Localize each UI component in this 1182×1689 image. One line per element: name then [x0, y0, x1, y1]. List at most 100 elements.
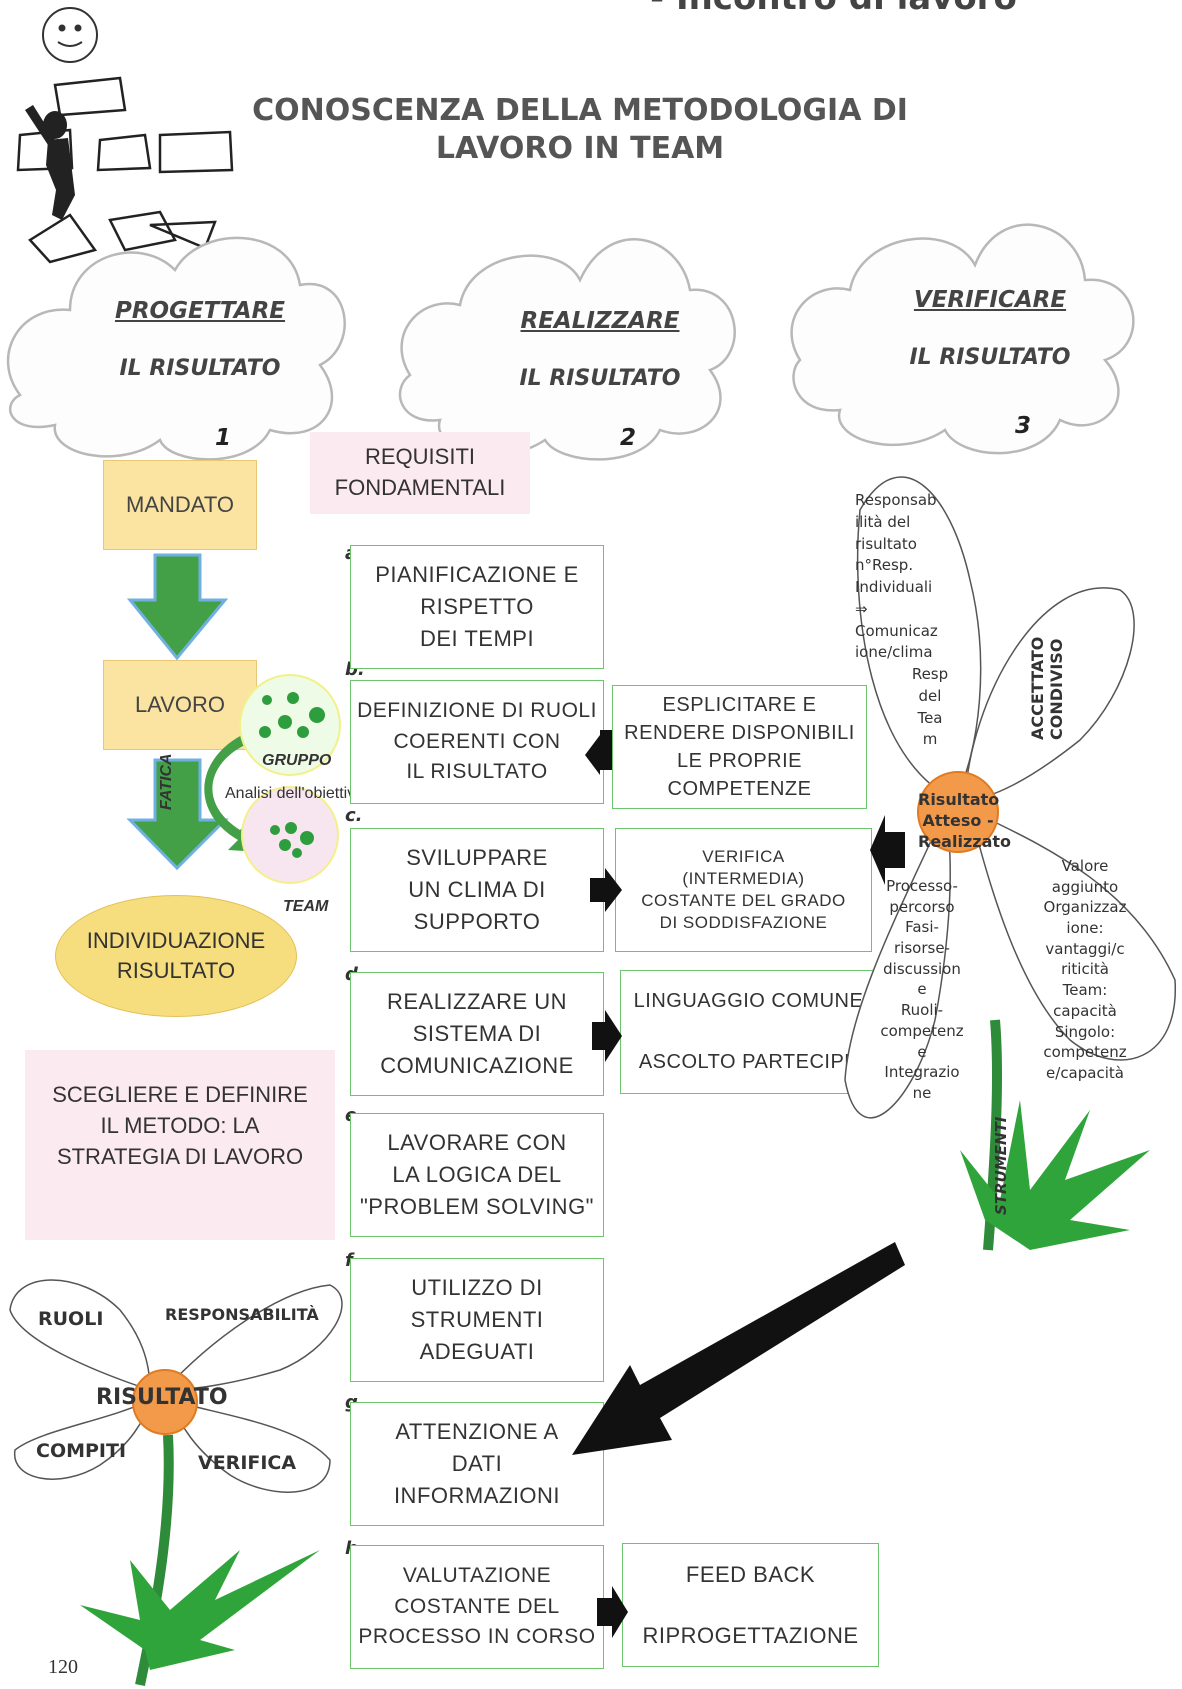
arrow-right-c	[590, 868, 622, 912]
step-d-line-2: SISTEMA DI	[412, 1021, 542, 1047]
step-h-line-2: COSTANTE DEL	[394, 1594, 560, 1618]
step-b-box: DEFINIZIONE DI RUOLI COERENTI CON IL RIS…	[350, 680, 604, 804]
sf-risultato: RISULTATO	[96, 1385, 228, 1410]
cloud-3-number: 3	[1015, 413, 1032, 439]
scegliere-line-2: IL METODO: LA	[100, 1112, 260, 1138]
small-flower	[9, 1279, 343, 1687]
arrow-left-b	[585, 730, 612, 775]
step-f-line-2: STRUMENTI	[410, 1307, 544, 1333]
step-e-line-2: LA LOGICA DEL	[392, 1162, 562, 1188]
arrow-down-1	[126, 553, 229, 661]
esplicitare-line-4: COMPETENZE	[667, 778, 812, 800]
feedback-box: FEED BACK RIPROGETTAZIONE	[622, 1543, 879, 1667]
step-c-line-3: SUPPORTO	[413, 908, 541, 934]
analisi-label: Analisi dell'obiettivo	[225, 785, 365, 802]
fatica-arrow	[126, 758, 229, 871]
ptl-5: Individuali	[855, 578, 933, 596]
step-c-line-2: UN CLIMA DI	[408, 877, 546, 903]
header-partial: - Incontro di lavoro	[650, 0, 1017, 18]
individuazione-line-2: RISULTATO	[116, 958, 236, 983]
esplicitare-line-2: RENDERE DISPONIBILI	[624, 722, 855, 744]
step-a-box: PIANIFICAZIONE E RISPETTO DEI TEMPI	[350, 545, 604, 669]
ptr-1: ACCETTATO	[1028, 636, 1047, 740]
big-flower	[844, 476, 1176, 1251]
ptr-2: CONDIVISO	[1047, 638, 1067, 740]
sf-compiti: COMPITI	[36, 1440, 127, 1462]
step-d-box: REALIZZARE UN SISTEMA DI COMUNICAZIONE	[350, 972, 604, 1096]
petal-bottom-left	[844, 807, 951, 1119]
pbr-9: Singolo:	[1054, 1022, 1116, 1041]
cloud-1-title: PROGETTARE	[114, 298, 286, 324]
ptl-1: Responsab	[855, 491, 937, 509]
verifica-line-2: (INTERMEDIA)	[682, 868, 805, 888]
cloud-2-title: REALIZZARE	[520, 308, 680, 334]
step-b-line-1: DEFINIZIONE DI RUOLI	[357, 699, 597, 723]
esplicitare-line-3: LE PROPRIE	[676, 750, 803, 772]
requisiti-box: REQUISITI FONDAMENTALI	[310, 432, 530, 514]
step-h-line-3: PROCESSO IN CORSO	[358, 1625, 596, 1649]
ptl-11: Tea	[917, 708, 943, 727]
sf-verifica: VERIFICA	[198, 1452, 297, 1474]
clouds-layer	[6, 223, 1135, 461]
title-line-2: LAVORO IN TEAM	[435, 130, 725, 166]
cloud-shape-1	[6, 236, 346, 461]
petal-top-left	[856, 476, 982, 801]
pbl-2: percorso	[889, 897, 955, 916]
pbr-8: capacità	[1053, 1001, 1117, 1020]
strumenti-label: STRUMENTI	[992, 1116, 1010, 1215]
pbl-4: risorse-	[894, 939, 950, 958]
step-e-line-1: LAVORARE CON	[387, 1130, 567, 1156]
pbr-1: Valore	[1061, 857, 1109, 875]
cloud-1: PROGETTARE IL RISULTATO	[80, 298, 320, 381]
linguaggio-line-1: LINGUAGGIO COMUNE	[633, 990, 864, 1012]
step-c-letter: c.	[345, 805, 363, 826]
gruppo-label: GRUPPO	[262, 752, 332, 769]
mandato-box: MANDATO	[103, 460, 257, 550]
ptl-2: ilità del	[855, 512, 911, 531]
center-3: Realizzato	[918, 831, 1011, 851]
big-flower-center	[917, 771, 999, 853]
step-g-box: ATTENZIONE A DATI INFORMAZIONI	[350, 1402, 604, 1526]
step-f-line-3: ADEGUATI	[419, 1338, 535, 1364]
step-a-line-2: RISPETTO	[420, 594, 534, 620]
title-line-1: CONOSCENZA DELLA METODOLOGIA DI	[252, 93, 908, 128]
sf-ruoli: RUOLI	[38, 1308, 104, 1330]
pbr-7: Team:	[1062, 981, 1108, 1000]
step-e-line-3: "PROBLEM SOLVING"	[360, 1193, 594, 1219]
verifica-line-3: COSTANTE DEL GRADO	[641, 891, 846, 910]
step-h-line-1: VALUTAZIONE	[402, 1564, 552, 1588]
scegliere-line-3: STRATEGIA DI LAVORO	[56, 1143, 304, 1169]
center-2: Atteso -	[922, 810, 994, 830]
ptl-team-group: Resp del Tea m	[855, 664, 950, 751]
team-circle	[241, 786, 339, 884]
feedback-line-1: FEED BACK	[685, 1561, 816, 1587]
cloud-3: VERIFICARE IL RISULTATO	[870, 287, 1110, 370]
ptl-7: Comunicaz	[855, 621, 938, 640]
step-a-line-1: PIANIFICAZIONE E	[375, 562, 579, 588]
step-d-line-1: REALIZZARE UN	[386, 989, 568, 1015]
arrow-right-h	[597, 1586, 628, 1638]
cloud-2-number: 2	[620, 425, 637, 451]
step-g-line-3: INFORMAZIONI	[393, 1482, 561, 1508]
pbl-7: Ruoli-	[900, 1001, 944, 1020]
pbl-5: discussion	[883, 959, 961, 978]
page-title: CONOSCENZA DELLA METODOLOGIA DI LAVORO I…	[200, 92, 960, 167]
step-b-line-3: IL RISULTATO	[406, 760, 548, 784]
arrow-left-flower	[870, 815, 905, 885]
cloud-3-title: VERIFICARE	[913, 287, 1067, 313]
pbl-1: Processo-	[886, 877, 958, 895]
step-g-line-2: DATI	[451, 1451, 503, 1477]
step-g-line-1: ATTENZIONE A	[395, 1419, 559, 1445]
pbl-8: competenz	[880, 1021, 964, 1040]
sf-petal-top-right	[163, 1284, 343, 1391]
gruppo-team-circles	[239, 674, 341, 884]
cloud-3-subtitle: IL RISULTATO	[909, 345, 1071, 370]
step-c-line-1: SVILUPPARE	[406, 845, 548, 871]
cloud-shape-3	[790, 223, 1135, 455]
pbr-3: Organizzaz	[1043, 898, 1127, 917]
small-flower-leaf	[80, 1550, 320, 1670]
pbl-3: Fasi-	[905, 918, 939, 937]
petal-bottom-right	[968, 808, 1176, 1061]
ptl-10: del	[918, 686, 942, 705]
pbr-10: competenz	[1043, 1043, 1127, 1062]
